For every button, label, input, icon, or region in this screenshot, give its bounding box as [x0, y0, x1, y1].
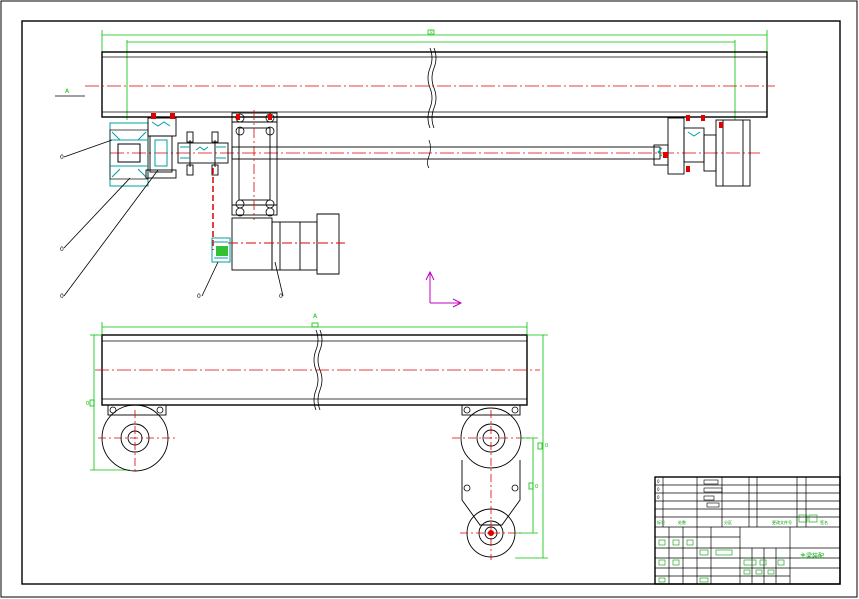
callout-5: 0: [279, 293, 283, 300]
main-girder-top: [101, 51, 768, 118]
drive-motor: [228, 213, 345, 275]
callout-4: 0: [197, 293, 201, 300]
rev-col-header-4: 更改文件号: [772, 519, 792, 525]
side-code-1: 0: [657, 479, 660, 484]
callout-1: 0: [60, 154, 64, 161]
left-dim-label: A: [65, 88, 70, 95]
rev-col-header-3: 分区: [724, 519, 732, 525]
side-code-2: 0: [657, 487, 660, 492]
wheel-dim-label-1: 0: [545, 443, 548, 449]
overall-dim-label: 0: [430, 29, 433, 34]
top-view: 0 A: [55, 29, 775, 300]
inner-drawing-frame: [21, 20, 841, 585]
length-dim-label: A: [313, 313, 318, 320]
callout-3: 0: [60, 293, 64, 300]
wheel-dim-label-2: 0: [535, 484, 538, 490]
ucs-axis-icon: [425, 270, 463, 308]
left-drive-wheel: [109, 122, 149, 187]
rev-col-header-5: 签名: [820, 519, 828, 525]
rev-col-header-2: 处数: [678, 519, 686, 525]
right-wheel-assembly: [653, 117, 751, 187]
title-block: 标记 处数 分区 更改文件号 签名 0 0 0: [654, 476, 841, 585]
height-dim-label: 0: [86, 401, 89, 407]
side-code-3: 0: [657, 495, 660, 500]
side-view: A 0: [86, 313, 548, 560]
sheet-title: 主梁装配: [800, 552, 824, 560]
rev-col-header-1: 标记: [657, 519, 665, 525]
callout-2: 0: [60, 246, 64, 253]
